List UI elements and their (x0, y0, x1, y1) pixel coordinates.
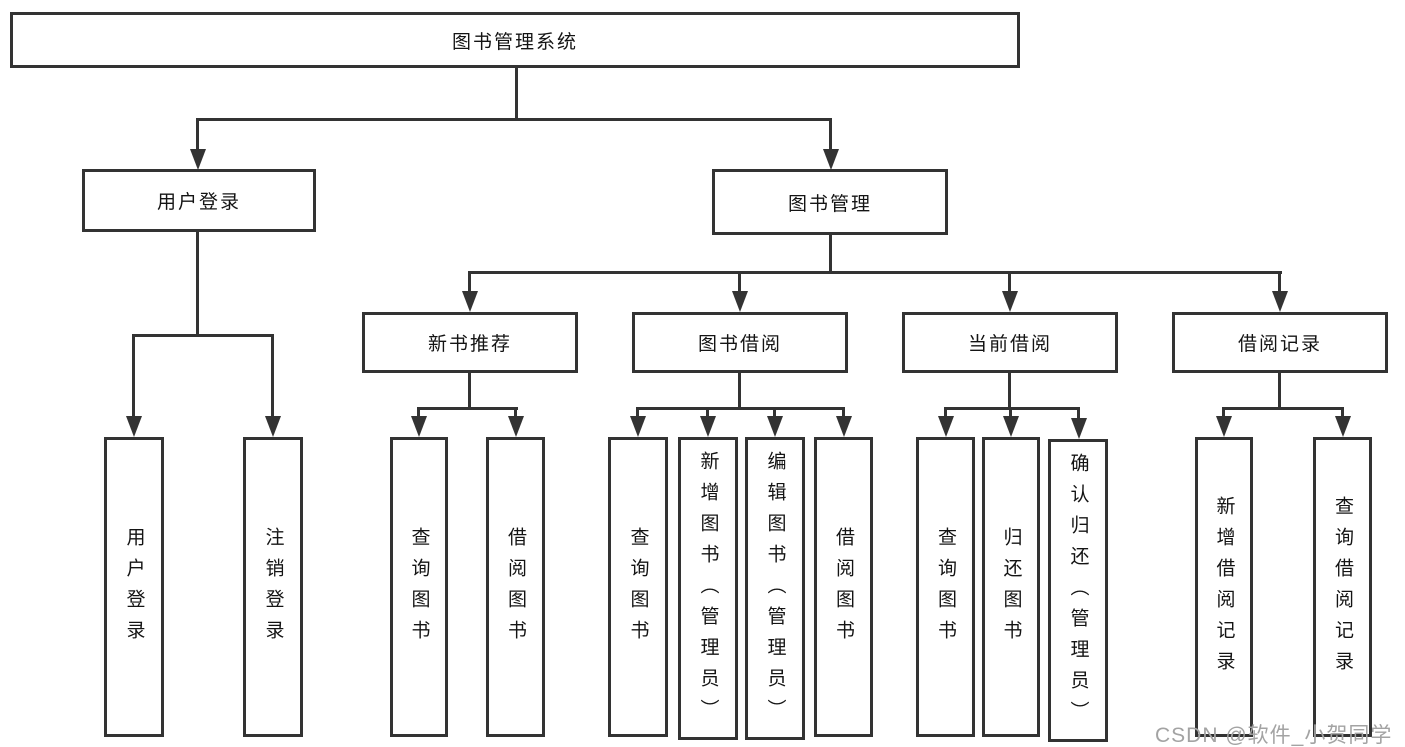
connector-vline (1341, 407, 1344, 420)
node-new-book-recommend: 新书推荐 (362, 312, 578, 373)
connector-vline (417, 407, 420, 420)
connector-vline (514, 407, 517, 420)
arrow-down-icon (732, 291, 748, 312)
node-borrow-records: 借阅记录 (1172, 312, 1388, 373)
connector-vline (1077, 407, 1080, 420)
arrow-down-icon (938, 416, 954, 437)
connector-vline (271, 334, 274, 418)
node-return-book: 归还图书 (982, 437, 1040, 737)
arrow-down-icon (1335, 416, 1351, 437)
arrow-down-icon (1003, 416, 1019, 437)
arrow-down-icon (836, 416, 852, 437)
connector-vline (1009, 407, 1012, 420)
connector-hline (468, 271, 1282, 274)
arrow-down-icon (767, 416, 783, 437)
node-edit-book-admin: 编辑图书（管理员） (745, 437, 805, 740)
connector-hline (132, 334, 274, 337)
arrow-down-icon (823, 149, 839, 170)
connector-vline (1222, 407, 1225, 420)
arrow-down-icon (462, 291, 478, 312)
arrow-down-icon (1002, 291, 1018, 312)
connector-vline (636, 407, 639, 420)
connector-vline (1278, 271, 1281, 295)
connector-vline (1008, 271, 1011, 295)
node-query-book-1: 查询图书 (390, 437, 448, 737)
node-user-login-branch: 用户登录 (82, 169, 316, 232)
arrow-down-icon (126, 416, 142, 437)
connector-vline (196, 231, 199, 336)
connector-hline (417, 407, 518, 410)
node-current-borrowing: 当前借阅 (902, 312, 1118, 373)
arrow-down-icon (411, 416, 427, 437)
node-query-book-3: 查询图书 (916, 437, 975, 737)
arrow-down-icon (1071, 418, 1087, 439)
node-query-book-2: 查询图书 (608, 437, 668, 737)
connector-vline (738, 271, 741, 295)
connector-hline (196, 118, 832, 121)
node-borrow-book-2: 借阅图书 (814, 437, 873, 737)
connector-vline (132, 334, 135, 418)
node-borrow-book-1: 借阅图书 (486, 437, 545, 737)
connector-hline (944, 407, 1080, 410)
node-logout: 注销登录 (243, 437, 303, 737)
connector-vline (842, 407, 845, 420)
connector-vline (829, 118, 832, 152)
connector-vline (196, 118, 199, 152)
connector-vline (738, 371, 741, 410)
connector-vline (706, 407, 709, 420)
arrow-down-icon (265, 416, 281, 437)
connector-vline (468, 271, 471, 295)
node-root: 图书管理系统 (10, 12, 1020, 68)
node-query-borrow-record: 查询借阅记录 (1313, 437, 1372, 737)
connector-vline (515, 66, 518, 120)
node-add-book-admin: 新增图书（管理员） (678, 437, 738, 740)
connector-hline (636, 407, 845, 410)
connector-vline (944, 407, 947, 420)
arrow-down-icon (1216, 416, 1232, 437)
arrow-down-icon (508, 416, 524, 437)
node-add-borrow-record: 新增借阅记录 (1195, 437, 1253, 737)
arrow-down-icon (630, 416, 646, 437)
node-book-management: 图书管理 (712, 169, 948, 235)
connector-vline (468, 371, 471, 410)
csdn-watermark: CSDN @软件_小贺同学 (1155, 724, 1393, 747)
node-user-login: 用户登录 (104, 437, 164, 737)
connector-vline (773, 407, 776, 420)
arrow-down-icon (1272, 291, 1288, 312)
arrow-down-icon (190, 149, 206, 170)
arrow-down-icon (700, 416, 716, 437)
node-confirm-return-admin: 确认归还（管理员） (1048, 439, 1108, 742)
node-book-borrowing: 图书借阅 (632, 312, 848, 373)
connector-hline (1222, 407, 1343, 410)
connector-vline (1278, 371, 1281, 410)
connector-vline (829, 234, 832, 274)
connector-vline (1008, 371, 1011, 410)
